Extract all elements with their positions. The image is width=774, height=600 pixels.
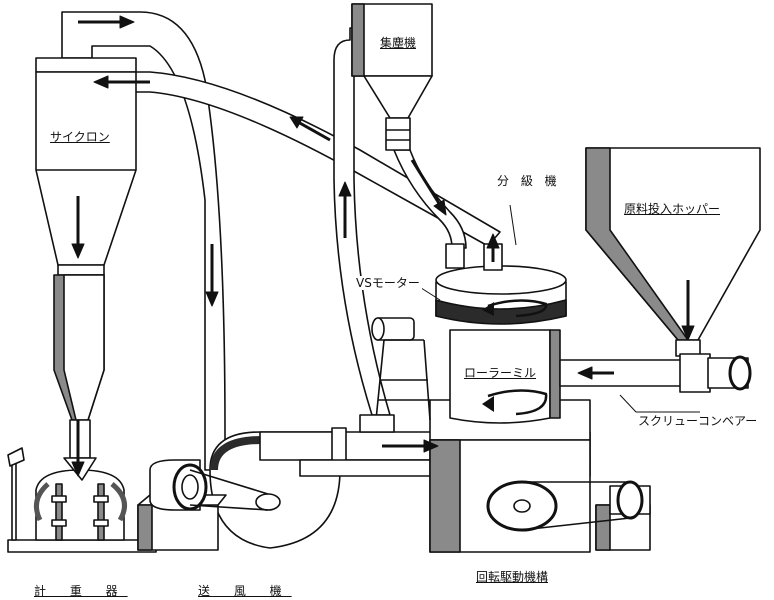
raw-hopper-label: 原料投入ホッパー <box>622 202 723 216</box>
weigher-base <box>7 539 157 553</box>
cyclone-body <box>35 71 137 266</box>
weigher-pole <box>11 454 17 541</box>
dust-collector-label: 集塵機 <box>378 36 419 50</box>
vs-motor-label: VSモーター <box>354 276 422 290</box>
roller-mill-label: ローラーミル <box>462 366 539 380</box>
blower-pulley <box>255 493 281 511</box>
weigher-label: 計 重 器 <box>34 584 128 598</box>
cyclone-label: サイクロン <box>48 130 112 144</box>
weigher-bag <box>35 469 125 541</box>
vs-motor-stand <box>375 339 431 421</box>
blower-label: 送 風 機 <box>198 584 292 598</box>
screw-conveyor-label: スクリューコンベアー <box>638 414 758 428</box>
cyclone-top <box>35 57 137 73</box>
dust-collector-body <box>351 3 433 77</box>
cyclone-neck <box>57 264 105 276</box>
rotary-drive-label: 回転駆動機構 <box>476 570 549 584</box>
classifier-label: 分 級 機 <box>497 174 561 188</box>
